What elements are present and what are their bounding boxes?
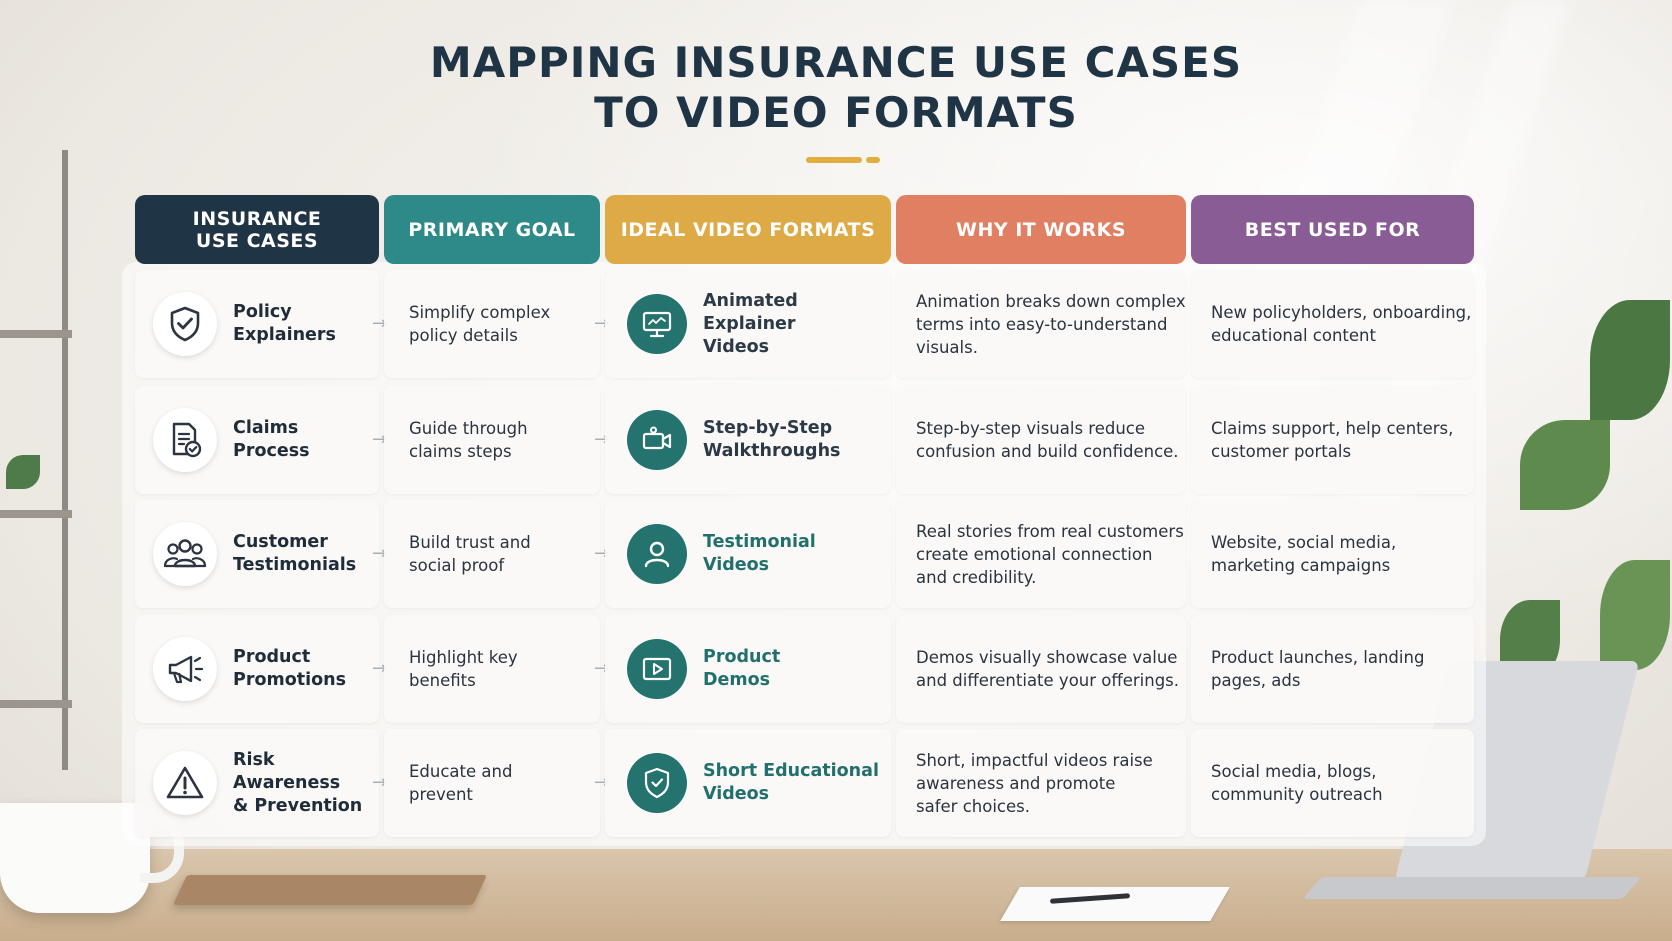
page-title: MAPPING INSURANCE USE CASES TO VIDEO FOR… <box>0 38 1672 138</box>
best-used-for-text: Product launches, landing pages, ads <box>1211 648 1425 690</box>
cell-primary-goal: Simplify complex policy details <box>384 270 600 378</box>
why-it-works-text: Real stories from real customers create … <box>916 521 1184 587</box>
best-used-for-text: Claims support, help centers, customer p… <box>1211 419 1454 461</box>
person-icon <box>627 524 687 584</box>
video-format-label: Testimonial Videos <box>703 532 816 575</box>
cell-why-it-works: Step-by-step visuals reduce confusion an… <box>896 386 1186 494</box>
video-format-label: Product Demos <box>703 647 781 690</box>
video-format-label: Step-by-Step Walkthroughs <box>703 418 841 461</box>
shelf-board <box>0 700 72 708</box>
cell-best-used-for: Product launches, landing pages, ads <box>1191 615 1474 723</box>
arrow-right-icon: → <box>372 429 388 450</box>
shield-play-icon <box>627 753 687 813</box>
notebook <box>173 875 487 905</box>
header-why-it-works: WHY IT WORKS <box>896 195 1186 264</box>
presentation-screen-icon <box>627 294 687 354</box>
warning-triangle-icon <box>153 751 217 815</box>
cell-best-used-for: Social media, blogs, community outreach <box>1191 729 1474 837</box>
cell-use-case: Customer Testimonials <box>135 500 379 608</box>
cell-video-format: Testimonial Videos <box>605 500 891 608</box>
play-screen-icon <box>627 639 687 699</box>
best-used-for-text: Social media, blogs, community outreach <box>1211 762 1383 804</box>
plant-leaf <box>1520 420 1610 510</box>
cell-why-it-works: Real stories from real customers create … <box>896 500 1186 608</box>
cell-best-used-for: Claims support, help centers, customer p… <box>1191 386 1474 494</box>
why-it-works-text: Demos visually showcase value and differ… <box>916 648 1180 690</box>
shelf-post <box>62 150 68 770</box>
why-it-works-text: Short, impactful videos raise awareness … <box>916 750 1153 816</box>
use-case-label: Customer Testimonials <box>233 532 357 575</box>
primary-goal-text: Guide through claims steps <box>409 419 528 461</box>
cell-best-used-for: New policyholders, onboarding, education… <box>1191 270 1474 378</box>
cell-use-case: Claims Process <box>135 386 379 494</box>
header-primary-goal: PRIMARY GOAL <box>384 195 600 264</box>
people-group-icon <box>153 522 217 586</box>
cell-why-it-works: Animation breaks down complex terms into… <box>896 270 1186 378</box>
cell-use-case: Product Promotions <box>135 615 379 723</box>
laptop-base <box>1302 877 1642 899</box>
page-title-line-1: MAPPING INSURANCE USE CASES <box>429 38 1243 87</box>
cell-best-used-for: Website, social media, marketing campaig… <box>1191 500 1474 608</box>
header-ideal-video-formats: IDEAL VIDEO FORMATS <box>605 195 891 264</box>
plant-leaf <box>1590 300 1670 420</box>
cell-why-it-works: Short, impactful videos raise awareness … <box>896 729 1186 837</box>
best-used-for-text: New policyholders, onboarding, education… <box>1211 303 1472 345</box>
cell-video-format: Product Demos <box>605 615 891 723</box>
plant-leaf <box>1600 560 1670 670</box>
primary-goal-text: Build trust and social proof <box>409 533 531 575</box>
megaphone-icon <box>153 637 217 701</box>
cell-use-case: Policy Explainers <box>135 270 379 378</box>
shelf-board <box>0 510 72 518</box>
shield-check-icon <box>153 292 217 356</box>
use-case-label: Policy Explainers <box>233 302 336 345</box>
cell-video-format: Step-by-Step Walkthroughs <box>605 386 891 494</box>
cell-video-format: Short Educational Videos <box>605 729 891 837</box>
arrow-right-icon: → <box>372 543 388 564</box>
cell-primary-goal: Educate and prevent <box>384 729 600 837</box>
arrow-right-icon: → <box>372 313 388 334</box>
cell-primary-goal: Highlight key benefits <box>384 615 600 723</box>
primary-goal-text: Highlight key benefits <box>409 648 518 690</box>
header-best-used-for: BEST USED FOR <box>1191 195 1474 264</box>
cell-video-format: Animated Explainer Videos <box>605 270 891 378</box>
cell-why-it-works: Demos visually showcase value and differ… <box>896 615 1186 723</box>
cell-primary-goal: Build trust and social proof <box>384 500 600 608</box>
video-format-label: Animated Explainer Videos <box>703 290 798 357</box>
video-camera-icon <box>627 410 687 470</box>
arrow-right-icon: → <box>372 658 388 679</box>
header-use-cases: INSURANCE USE CASES <box>135 195 379 264</box>
video-format-label: Short Educational Videos <box>703 761 879 804</box>
use-case-label: Product Promotions <box>233 647 346 690</box>
cell-use-case: Risk Awareness & Prevention <box>135 729 379 837</box>
primary-goal-text: Simplify complex policy details <box>409 303 551 345</box>
why-it-works-text: Step-by-step visuals reduce confusion an… <box>916 419 1179 461</box>
plant-leaf <box>6 455 40 489</box>
cell-primary-goal: Guide through claims steps <box>384 386 600 494</box>
arrow-right-icon: → <box>372 772 388 793</box>
primary-goal-text: Educate and prevent <box>409 762 513 804</box>
use-case-label: Risk Awareness & Prevention <box>233 749 363 816</box>
title-underline-dot <box>866 157 880 163</box>
title-underline <box>806 157 862 163</box>
document-check-icon <box>153 408 217 472</box>
use-case-label: Claims Process <box>233 418 310 461</box>
best-used-for-text: Website, social media, marketing campaig… <box>1211 533 1397 575</box>
why-it-works-text: Animation breaks down complex terms into… <box>916 291 1186 357</box>
paper-sheet <box>1000 887 1230 921</box>
page-title-line-2: TO VIDEO FORMATS <box>594 88 1078 137</box>
shelf-board <box>0 330 72 338</box>
